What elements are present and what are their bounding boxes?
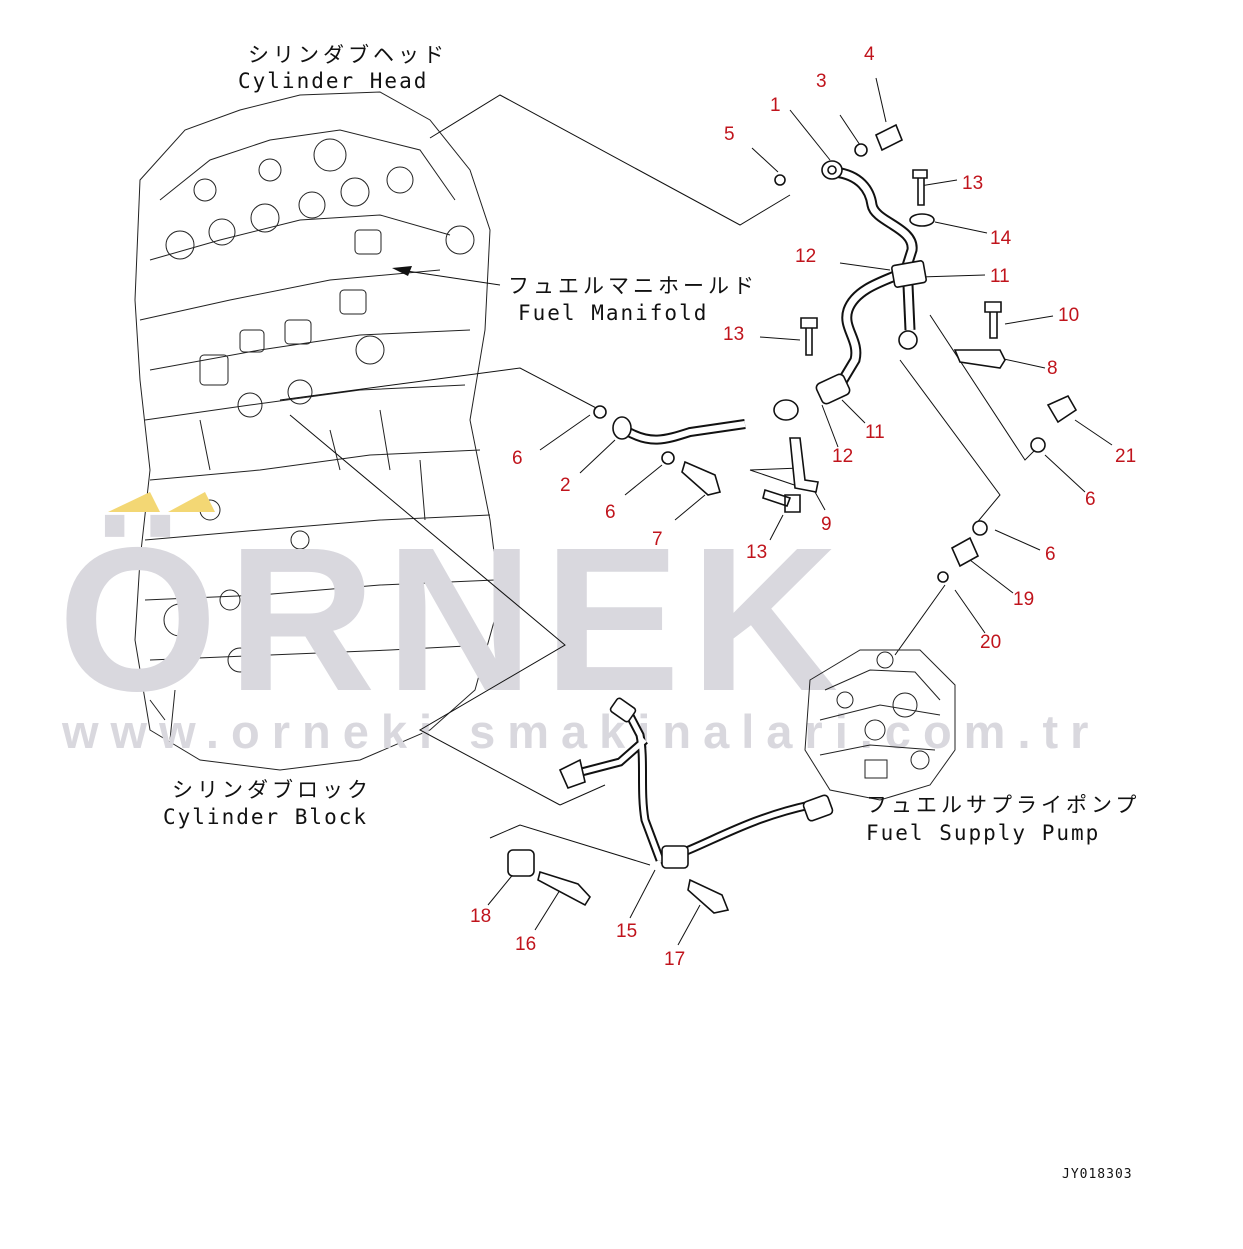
pipe-clamp-upper <box>891 260 927 288</box>
washer-3 <box>854 143 868 157</box>
callouts: 4 3 1 5 13 14 12 11 10 8 13 21 6 2 6 7 1… <box>470 44 1136 970</box>
bolt-13-top <box>912 169 928 206</box>
callout-7: 7 <box>652 529 663 550</box>
connector-11 <box>815 373 851 405</box>
callout-6-left: 6 <box>512 448 523 469</box>
connector-16 <box>537 870 592 907</box>
fuel-manifold-label: Fuel Manifold <box>518 301 708 325</box>
watermark-url: www.orneki smakinalari.com.tr <box>61 705 1100 758</box>
fitting-19 <box>950 536 980 568</box>
washer-6-c <box>1030 437 1046 453</box>
bolt-17 <box>687 878 730 914</box>
callout-5: 5 <box>724 124 735 145</box>
pump-fittings <box>937 394 1078 583</box>
callout-6-right: 6 <box>1085 489 1096 510</box>
plug-4 <box>874 123 904 152</box>
callout-17: 17 <box>664 949 685 970</box>
plate-8 <box>953 349 1006 369</box>
supply-pump-label-jp: フュエルサプライポンプ <box>866 793 1140 817</box>
callout-1: 1 <box>770 95 781 116</box>
callout-2: 2 <box>560 475 571 496</box>
washer-5 <box>774 174 786 186</box>
callout-21: 21 <box>1115 446 1136 467</box>
watermark-accent-left <box>108 492 160 512</box>
callout-13-mid: 13 <box>723 324 744 345</box>
bolt-7 <box>681 460 722 496</box>
callout-11-top: 11 <box>990 266 1010 287</box>
pipe-2-assembly <box>593 405 746 496</box>
watermark: ÖRNEK www.orneki smakinalari.com.tr <box>58 492 1100 758</box>
engine-drawing <box>134 91 501 771</box>
sleeve-18 <box>507 849 535 877</box>
fuel-supply-pump <box>804 649 956 801</box>
callout-16: 16 <box>515 934 536 955</box>
cylinder-head-label-jp: シリンダブヘッド <box>248 43 448 67</box>
area-labels: シリンダブヘッド Cylinder Head フュエルマニホールド Fuel M… <box>163 43 1140 845</box>
fitting-12 <box>773 399 799 421</box>
callout-13-top: 13 <box>962 173 983 194</box>
callout-19: 19 <box>1013 589 1034 610</box>
fitting-21 <box>1046 394 1078 424</box>
watermark-brand: ÖRNEK <box>58 505 848 734</box>
callout-12-top: 12 <box>795 246 816 267</box>
callout-10: 10 <box>1058 305 1079 326</box>
supply-pump-label: Fuel Supply Pump <box>866 821 1100 845</box>
callout-9: 9 <box>821 514 832 535</box>
watermark-accent-right <box>168 492 215 512</box>
callout-8: 8 <box>1047 358 1058 379</box>
fuel-manifold-label-jp: フュエルマニホールド <box>508 274 758 298</box>
callout-14: 14 <box>990 228 1012 249</box>
callout-15: 15 <box>616 921 637 942</box>
callout-12-mid: 12 <box>832 446 853 467</box>
washer-14 <box>909 213 935 227</box>
bracket-9 <box>789 437 819 493</box>
callout-18: 18 <box>470 906 491 927</box>
callout-3: 3 <box>816 71 827 92</box>
o-ring-20 <box>937 571 949 583</box>
callout-4: 4 <box>864 44 875 65</box>
washer-6-d <box>972 520 988 536</box>
bolt-13-mid <box>800 317 818 356</box>
cylinder-block-label-jp: シリンダブロック <box>172 778 372 802</box>
fuel-manifold-assembly <box>762 123 1006 513</box>
bolt-13-low <box>762 488 801 513</box>
callout-13-low: 13 <box>746 542 767 563</box>
leader-lines <box>279 77 1113 946</box>
cylinder-block-label: Cylinder Block <box>163 805 368 829</box>
clamp-15 <box>661 845 689 869</box>
pipe-15-assembly <box>507 697 834 914</box>
cylinder-head-label: Cylinder Head <box>238 69 428 93</box>
callout-20: 20 <box>980 632 1001 653</box>
callout-11-mid: 11 <box>865 422 885 443</box>
bolt-10 <box>984 301 1002 339</box>
callout-6-pump: 6 <box>1045 544 1056 565</box>
washer-6-b <box>661 451 675 465</box>
callout-6-mid: 6 <box>605 502 616 523</box>
washer-6-a <box>593 405 607 419</box>
figure-code: JY018303 <box>1062 1167 1133 1182</box>
